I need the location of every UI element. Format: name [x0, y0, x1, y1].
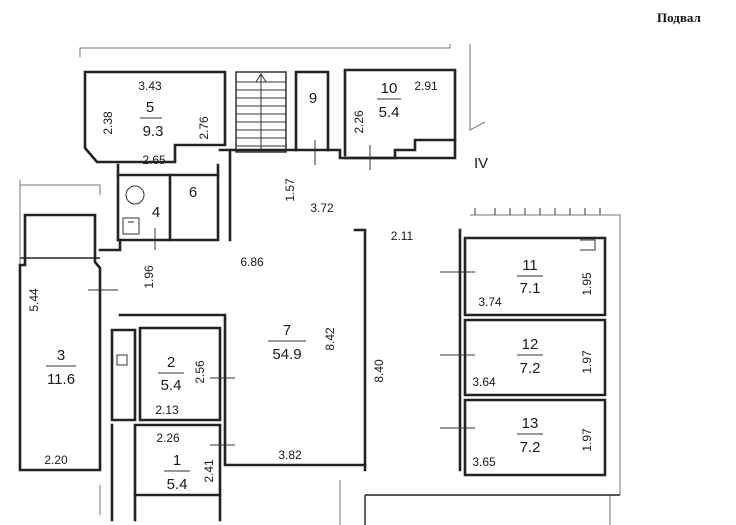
room-1-number: 1: [173, 452, 181, 469]
room-12-number: 12: [522, 336, 539, 353]
lower-structure: [364, 494, 620, 525]
room-label-9: 9: [309, 90, 317, 107]
room-3: [18, 213, 102, 472]
dim-r3-width: 2.20: [44, 453, 68, 467]
dim-r7-157: 1.57: [283, 178, 297, 202]
room-10: [343, 68, 457, 160]
dim-r2-height: 2.56: [193, 360, 207, 384]
room-13-number: 13: [522, 415, 539, 432]
dim-r7-382: 3.82: [278, 448, 302, 462]
dimension-labels-vertical: 2.38 2.76 2.26 1.57 1.96 5.44 8.42 8.40 …: [27, 110, 594, 483]
room-label-12: 12 7.2: [517, 336, 543, 377]
rooms-11-13: [463, 236, 607, 477]
dim-r7-840: 8.40: [372, 359, 386, 383]
room-label-10: 10 5.4: [377, 80, 401, 121]
dim-r11-width: 3.74: [478, 295, 502, 309]
dim-r7-842: 8.42: [323, 327, 337, 351]
room-7-area: 54.9: [272, 346, 301, 363]
dim-r5-right: 2.76: [197, 116, 211, 140]
room-label-6: 6: [189, 184, 197, 201]
room-11-number: 11: [522, 257, 538, 274]
room-label-4: 4: [152, 204, 160, 221]
room-10-number: 10: [381, 80, 398, 97]
dim-r3-height: 5.44: [27, 288, 41, 312]
room-4-number: 4: [152, 204, 160, 221]
room-2-area: 5.4: [161, 377, 182, 394]
room-label-2: 2 5.4: [158, 354, 184, 394]
room-13-area: 7.2: [520, 439, 541, 456]
rooms-4-6-block: [116, 163, 220, 242]
room-6-number: 6: [189, 184, 197, 201]
room-5: [83, 70, 227, 164]
room-label-1: 1 5.4: [164, 452, 190, 493]
room-5-number: 5: [146, 99, 154, 116]
room-9-number: 9: [309, 90, 317, 107]
dim-r1-height: 2.41: [202, 459, 216, 483]
room-2: [110, 326, 222, 422]
room-3-area: 11.6: [47, 371, 75, 388]
dimension-labels: 3.43 2.65 2.91 3.72 2.11 6.86 3.82 3.74 …: [44, 79, 502, 469]
dim-r7-686: 6.86: [240, 255, 264, 269]
room-7: [98, 138, 462, 472]
room-2-number: 2: [167, 354, 175, 371]
room-label-11: 11 7.1: [517, 257, 543, 297]
room-9: [294, 70, 330, 152]
dim-r5-bottom: 2.65: [142, 153, 166, 167]
dim-r7-211: 2.11: [391, 229, 414, 243]
dim-r7-196: 1.96: [142, 265, 156, 289]
room-5-area: 9.3: [143, 123, 164, 140]
dim-r1-width: 2.26: [156, 431, 180, 445]
room-label-5: 5 9.3: [140, 99, 163, 140]
dim-r5-left: 2.38: [101, 111, 115, 135]
dim-r2-width: 2.13: [155, 403, 179, 417]
room-1-area: 5.4: [167, 476, 188, 493]
room-label-13: 13 7.2: [517, 415, 543, 456]
room-3-number: 3: [57, 347, 65, 364]
room-10-area: 5.4: [379, 104, 400, 121]
plan-title: Подвал: [657, 10, 701, 25]
door-markers: [88, 140, 475, 446]
room-label-7: 7 54.9: [268, 322, 306, 363]
room-label-3: 3 11.6: [46, 347, 76, 388]
room-12-area: 7.2: [520, 360, 541, 377]
dim-r10-height: 2.26: [352, 110, 366, 134]
dim-r10-width: 2.91: [414, 79, 438, 93]
dim-r5-width: 3.43: [138, 79, 162, 93]
dim-r12-height: 1.97: [580, 350, 594, 374]
dim-r11-height: 1.95: [580, 272, 594, 296]
dim-r7-372: 3.72: [310, 201, 334, 215]
room-11-area: 7.1: [520, 280, 541, 297]
room-1: [110, 423, 222, 522]
staircase: [235, 71, 287, 153]
dim-r13-width: 3.65: [472, 455, 496, 469]
dim-r13-height: 1.97: [580, 428, 594, 452]
room-7-number: 7: [283, 322, 291, 339]
dim-r12-width: 3.64: [472, 375, 496, 389]
section-numeral: IV: [474, 155, 488, 172]
facade-hatch: [474, 208, 601, 215]
